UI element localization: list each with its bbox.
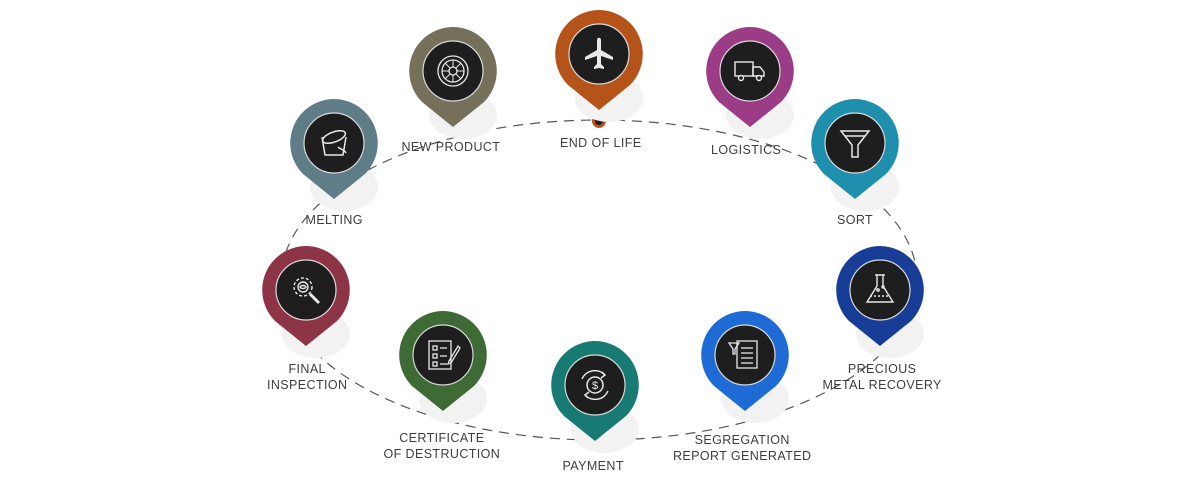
- stage-label-line: SORT: [837, 213, 874, 227]
- gear-magnifier-icon: [293, 277, 321, 305]
- stage-label-melting: MELTING: [306, 212, 363, 228]
- stage-label-line: LOGISTICS: [711, 143, 782, 157]
- airplane-icon: [585, 37, 613, 69]
- stage-label-certificate-of-destruction: CERTIFICATE OF DESTRUCTION: [384, 430, 501, 462]
- stage-label-line: INSPECTION: [267, 378, 348, 392]
- dollar-cycle-icon: $: [581, 369, 609, 401]
- stage-label-logistics: LOGISTICS: [711, 142, 781, 158]
- stage-label-line: FINAL: [288, 362, 326, 376]
- stage-label-line: PAYMENT: [562, 459, 624, 473]
- flask-icon: [865, 274, 895, 303]
- stage-pin-certificate-of-destruction: [398, 310, 488, 428]
- stage-label-line: OF DESTRUCTION: [383, 447, 501, 461]
- stage-label-line: METAL RECOVERY: [822, 378, 942, 392]
- stage-pin-final-inspection: [261, 245, 351, 363]
- stage-label-line: PRECIOUS: [847, 362, 917, 376]
- stage-label-line: NEW PRODUCT: [401, 140, 501, 154]
- funnel-icon: [839, 130, 871, 158]
- stage-label-new-product: NEW PRODUCT: [402, 139, 501, 155]
- stage-label-final-inspection: FINAL INSPECTION: [267, 361, 347, 393]
- svg-text:$: $: [592, 380, 598, 392]
- stage-pin-melting: [289, 98, 379, 216]
- stage-pin-sort: [810, 98, 900, 216]
- stage-label-line: REPORT GENERATED: [673, 449, 812, 463]
- stage-label-line: CERTIFICATE: [399, 431, 485, 445]
- stage-label-line: MELTING: [305, 213, 363, 227]
- stage-pin-precious-metal-recovery: [835, 245, 925, 363]
- stage-label-precious-metal-recovery: PRECIOUS METAL RECOVERY: [823, 361, 942, 393]
- stage-pin-new-product: [408, 26, 498, 144]
- stage-label-payment: PAYMENT: [563, 458, 624, 474]
- stage-label-end-of-life: END OF LIFE: [560, 135, 642, 151]
- turbine-icon: [437, 55, 469, 87]
- stage-pin-end-of-life: [554, 9, 644, 127]
- stage-pin-payment: $: [550, 340, 640, 458]
- truck-icon: [734, 61, 765, 82]
- report-icon: [727, 340, 758, 369]
- stage-pin-logistics: [705, 26, 795, 144]
- crucible-icon: [321, 130, 347, 156]
- stage-label-line: SEGREGATION: [694, 433, 790, 447]
- stage-label-line: END OF LIFE: [560, 136, 642, 150]
- stage-label-segregation-report-generated: SEGREGATION REPORT GENERATED: [673, 432, 811, 464]
- certificate-icon: [428, 340, 461, 370]
- stage-label-sort: SORT: [837, 212, 873, 228]
- stage-pin-segregation-report-generated: [700, 310, 790, 428]
